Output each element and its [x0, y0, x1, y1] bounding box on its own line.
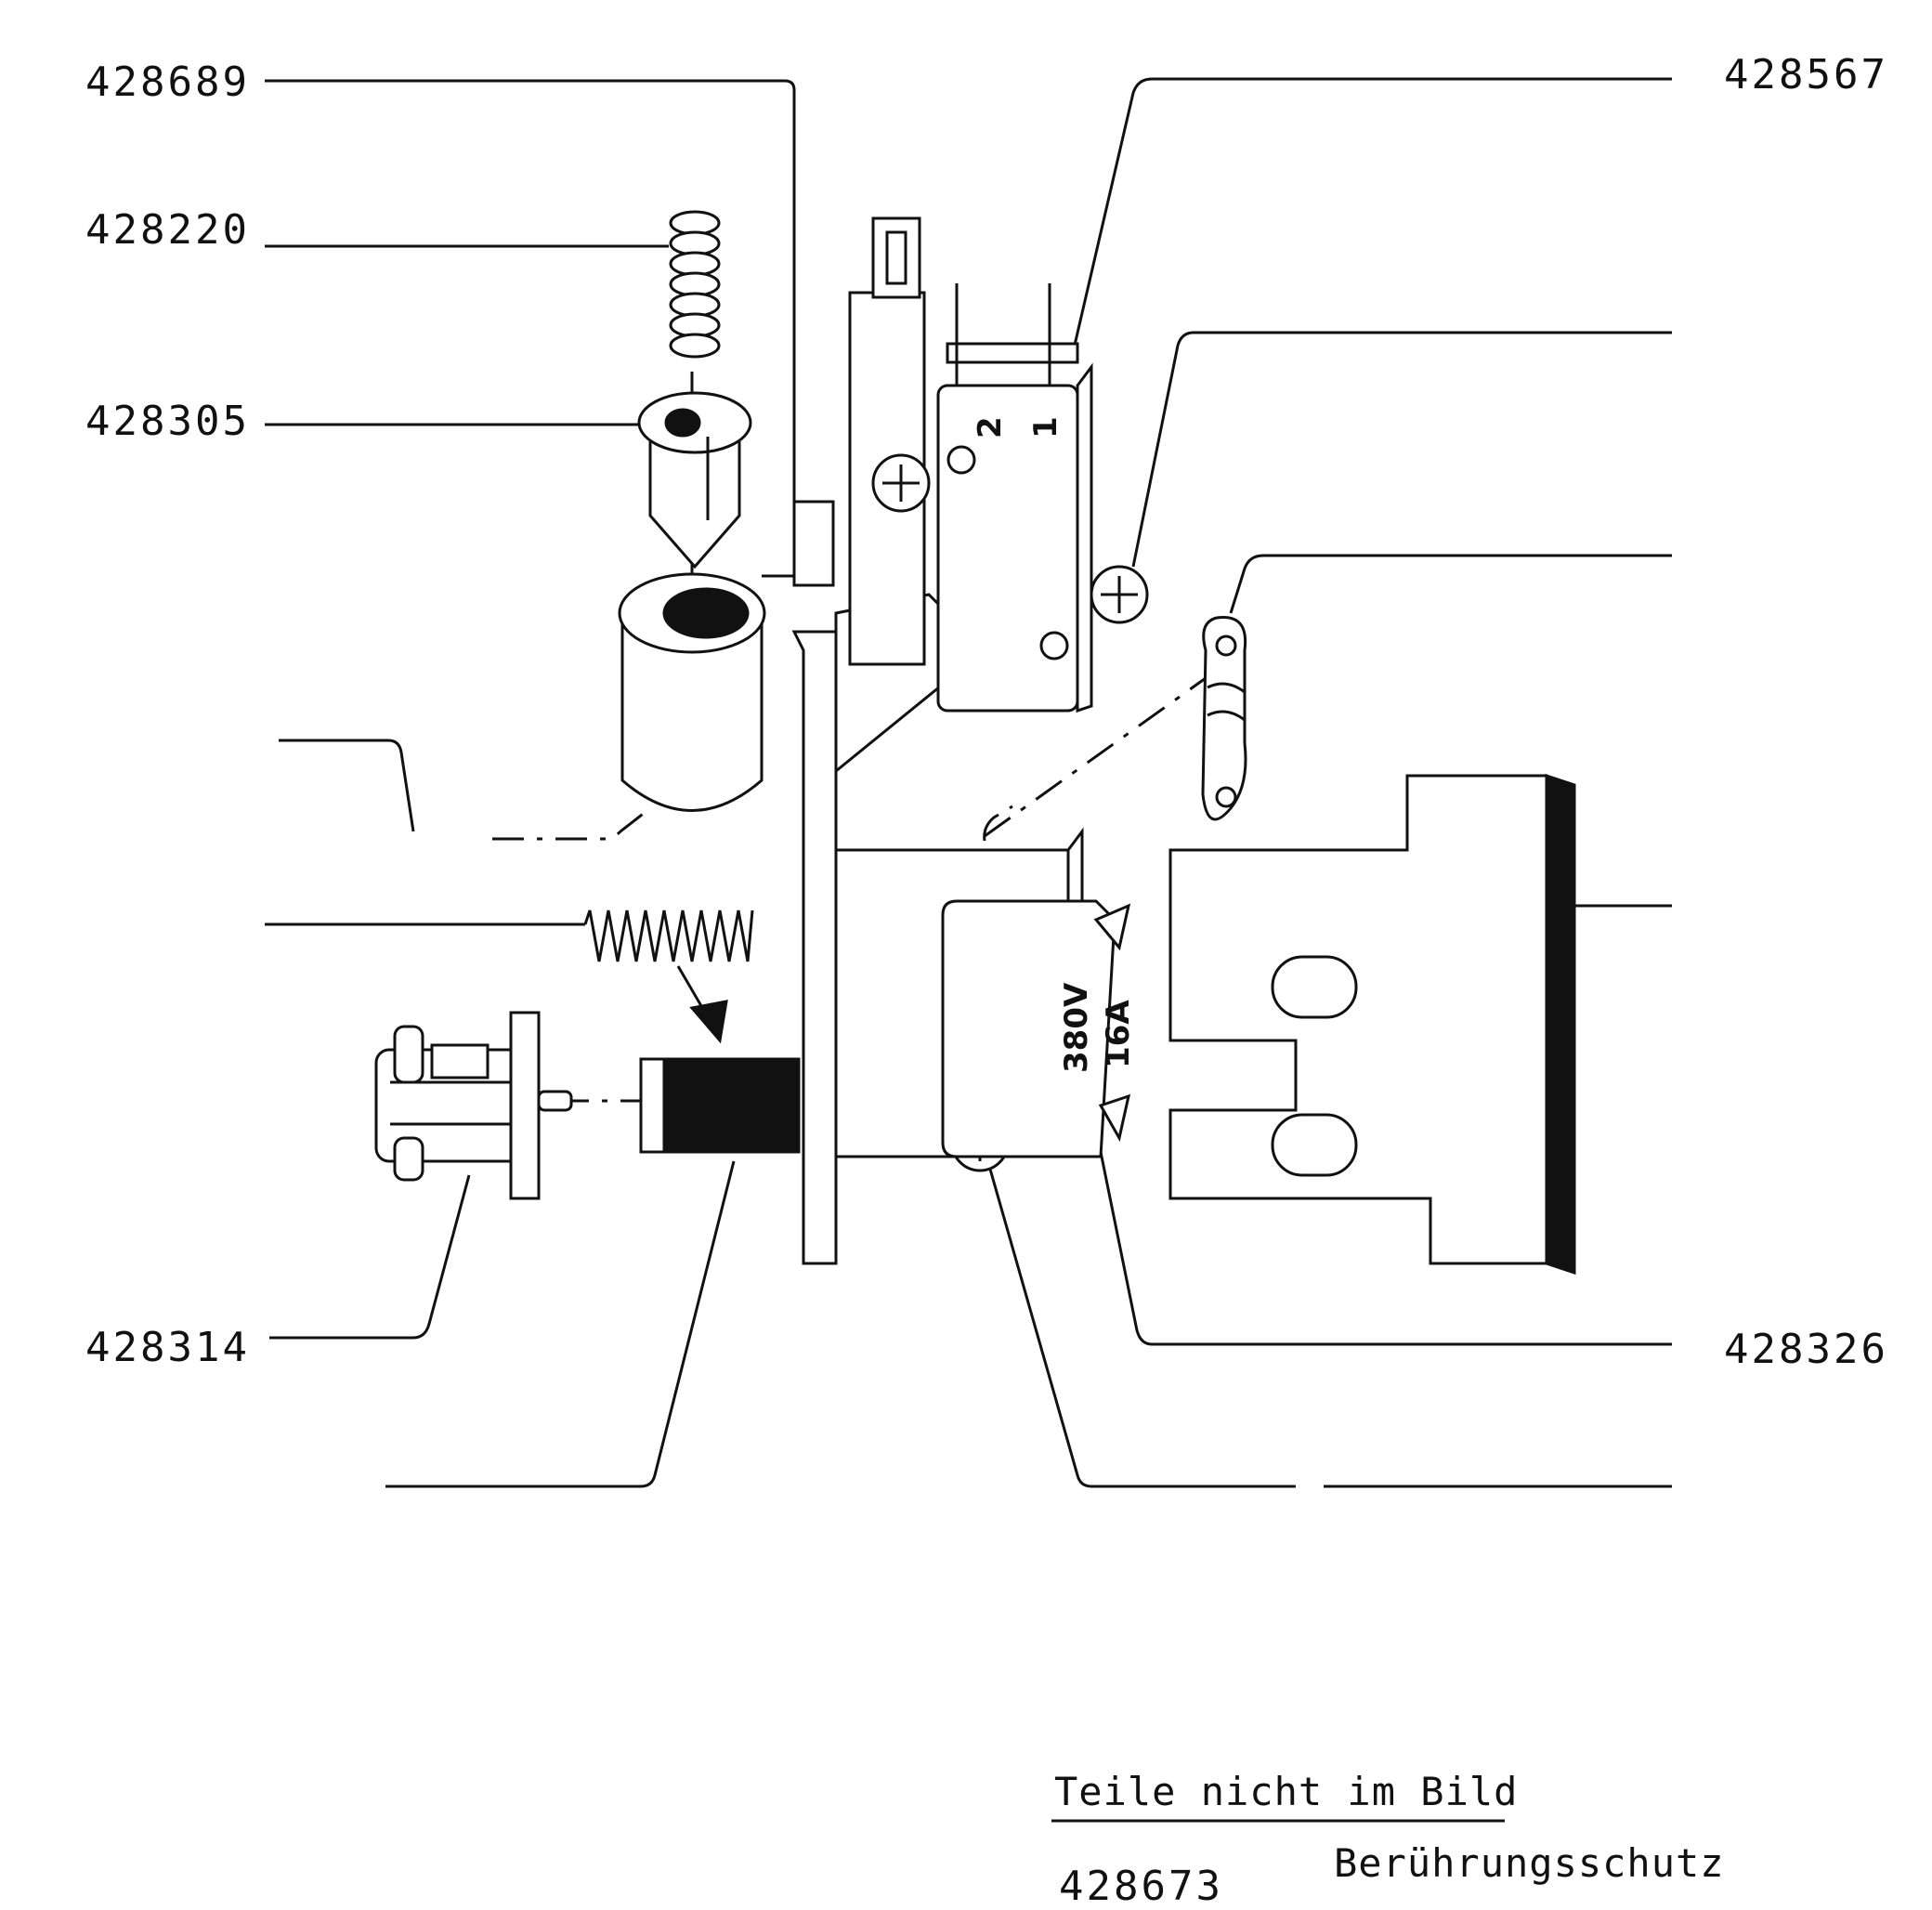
leader-lines	[265, 77, 1672, 1488]
current-rating: 16A	[1100, 1000, 1137, 1068]
note-item-number: 428673	[1059, 1863, 1223, 1910]
cylinder-housing	[618, 572, 766, 812]
actuator-lever	[791, 500, 838, 1265]
upper-microswitch: 2 1	[936, 283, 1093, 713]
contact-2-mark: 2	[972, 416, 1009, 438]
button-cap	[374, 1011, 573, 1200]
part-number-428220: 428220	[85, 206, 250, 254]
return-spring	[583, 909, 754, 962]
bushing-sleeve	[637, 391, 752, 569]
part-number-428567: 428567	[1724, 51, 1888, 98]
contact-1-mark: 1	[1027, 416, 1064, 438]
notes-heading: Teile nicht im Bild	[1054, 1769, 1518, 1814]
guide-post	[848, 216, 926, 666]
part-number-428305: 428305	[85, 398, 250, 445]
note-item-description: Berührungsschutz	[1334, 1840, 1725, 1886]
voltage-rating: 380V	[1058, 982, 1095, 1073]
cable-strap	[1201, 615, 1247, 821]
lower-microswitch: 380V 16A	[941, 899, 1137, 1158]
part-number-428326: 428326	[1724, 1326, 1888, 1373]
protective-plate	[1168, 773, 1576, 1276]
screw-upper-left	[871, 453, 931, 513]
direction-arrow	[676, 965, 728, 1044]
part-number-428689: 428689	[85, 59, 250, 106]
plunger-pin	[639, 1057, 801, 1154]
compression-spring	[669, 210, 721, 359]
notes-section: Teile nicht im Bild 428673 Berührungssch…	[1051, 1769, 1725, 1910]
part-number-428314: 428314	[85, 1324, 250, 1371]
screw-upper-right	[1090, 565, 1149, 624]
